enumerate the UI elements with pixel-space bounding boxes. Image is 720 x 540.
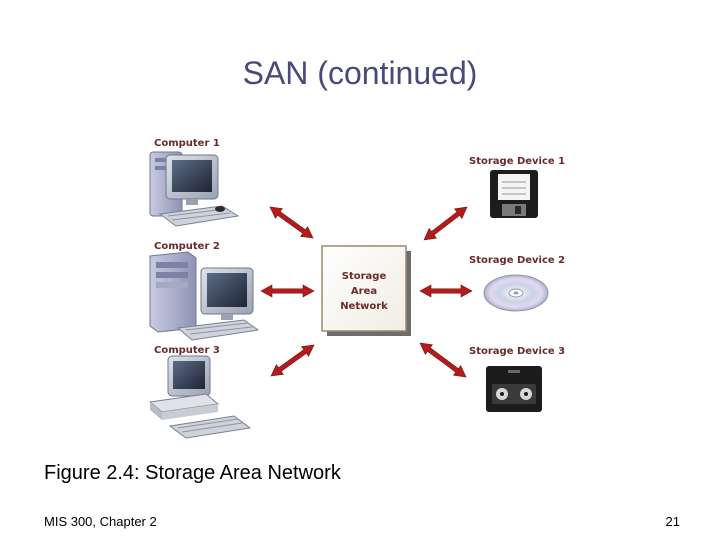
san-label-line3: Network bbox=[340, 301, 388, 312]
footer-course: MIS 300, Chapter 2 bbox=[44, 514, 157, 529]
arrow-storage-3 bbox=[419, 342, 467, 378]
arrow-computer-1 bbox=[269, 206, 314, 239]
floppy-disk-icon bbox=[490, 170, 538, 218]
tower-computer-icon bbox=[149, 251, 260, 341]
figure-caption: Figure 2.4: Storage Area Network bbox=[44, 462, 341, 484]
arrow-computer-2 bbox=[260, 284, 315, 298]
optical-disc-icon bbox=[483, 274, 549, 312]
computer-1-label: Computer 1 bbox=[154, 138, 220, 149]
arrow-storage-2 bbox=[419, 284, 473, 298]
computer-3-label: Computer 3 bbox=[154, 345, 220, 356]
slide-title: SAN (continued) bbox=[242, 55, 478, 91]
page-number: 21 bbox=[665, 514, 680, 529]
storage-device-1-label: Storage Device 1 bbox=[469, 156, 565, 167]
san-label-line2: Area bbox=[351, 286, 377, 297]
computer-2-label: Computer 2 bbox=[154, 241, 220, 252]
arrow-storage-1 bbox=[423, 206, 468, 241]
tape-cartridge-icon bbox=[486, 366, 542, 412]
workstation-computer-icon bbox=[148, 355, 252, 439]
storage-device-2-label: Storage Device 2 bbox=[469, 255, 565, 266]
arrow-computer-3 bbox=[270, 344, 315, 377]
desktop-computer-icon bbox=[149, 151, 240, 227]
san-box: Storage Area Network bbox=[321, 245, 411, 336]
san-label-line1: Storage bbox=[342, 271, 387, 282]
storage-device-3-label: Storage Device 3 bbox=[469, 346, 565, 357]
san-diagram: Computer 1 Computer 2 Computer 3 Storage… bbox=[148, 138, 565, 439]
